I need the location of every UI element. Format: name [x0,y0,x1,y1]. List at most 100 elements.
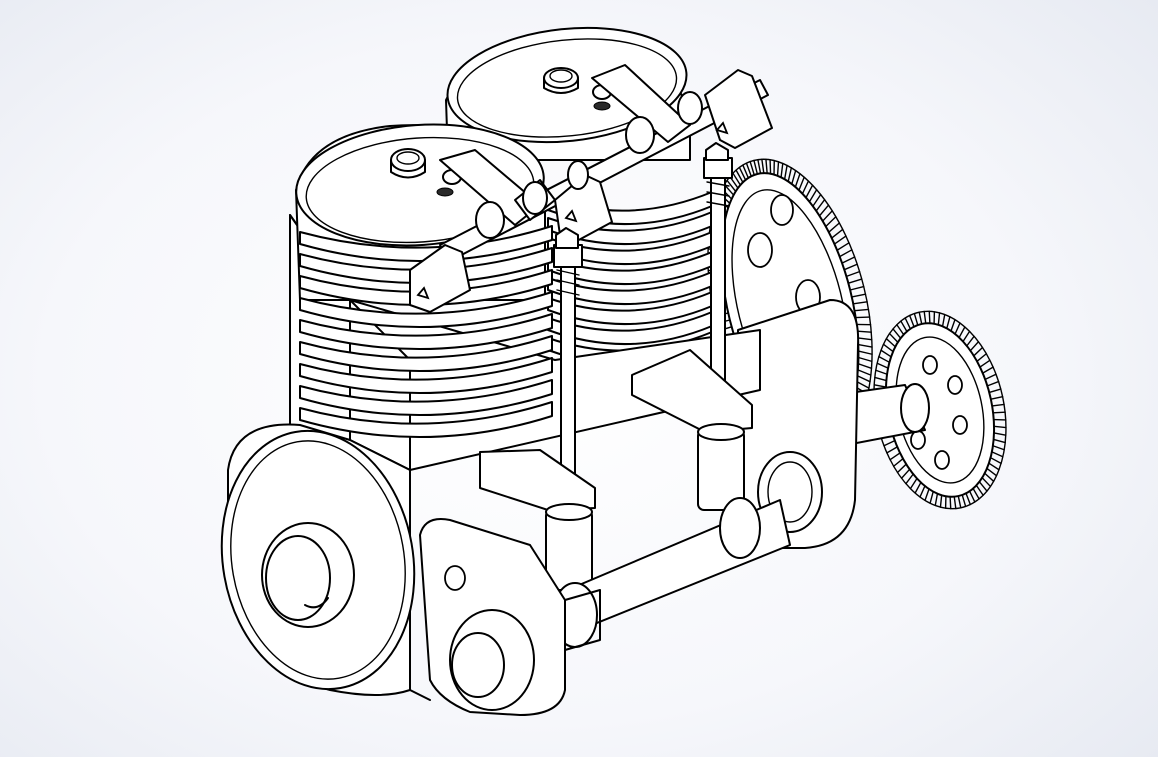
gear-tooth [934,492,939,507]
gear-tooth [783,164,788,180]
gear-tooth [791,169,797,185]
gear-tooth [957,495,962,509]
gear-tooth [857,350,873,355]
gear-tooth [988,388,1002,394]
gear-tooth [852,301,868,305]
gear-tooth [815,199,826,212]
gear-tooth [875,369,888,375]
gear-hole [922,355,938,375]
gear-tooth [988,462,1000,471]
gear-tooth [919,485,926,498]
gear-tooth [845,270,861,278]
gear-tooth [905,473,914,485]
gear-tooth [961,494,967,508]
gear-tooth [855,380,870,389]
camshaft[interactable] [519,497,791,651]
gear-tooth [749,160,755,176]
gear-tooth [828,222,841,233]
gear-tooth [966,335,975,347]
spark-plug-boss[interactable] [390,148,426,179]
gear-tooth [849,285,865,291]
gear-tooth [991,403,1005,407]
bolt-hole [444,565,466,591]
camshaft-bearing-plate-left[interactable] [419,518,566,716]
gear-tooth [857,356,873,363]
small-timing-gear[interactable] [857,299,1024,521]
gear-tooth [776,161,780,177]
gear-tooth [735,169,744,184]
spark-plug-boss[interactable] [543,67,579,94]
gear-tooth [888,332,899,343]
cooling-fin [299,269,553,307]
gear-tooth [856,375,871,383]
gear-tooth [946,316,951,330]
cooling-fin [299,247,553,285]
gear-tooth [937,312,941,326]
gear-tooth [874,376,888,382]
gear-tooth [896,324,905,336]
gear-tooth [950,318,956,332]
gear-tooth [857,363,873,370]
gear-tooth [880,349,892,358]
push-rod-right[interactable] [703,142,733,433]
gear-hole [770,194,794,226]
gear-tooth [982,366,994,374]
gear-tooth [900,320,908,333]
gear-tooth [885,337,897,348]
gear-hole [910,430,926,450]
gear-tooth [883,439,896,447]
gear-tooth [949,496,952,510]
gear-tooth [838,249,853,258]
gear-tooth [787,167,793,183]
gear-tooth [841,256,856,264]
gear-tooth [843,263,858,271]
gear-tooth [918,311,923,325]
gear-tooth [969,341,980,352]
gear-tooth [757,158,762,175]
gear-tooth [958,326,966,339]
gear-tooth [876,362,889,369]
gear-tooth [857,337,873,341]
gear-tooth [886,446,898,454]
gear-tooth [798,176,805,191]
gear-tooth [847,278,863,284]
cooling-fin [299,313,553,351]
cam-follower-left[interactable] [479,449,596,591]
rocker-arms[interactable] [439,64,703,239]
gear-tooth [992,411,1006,414]
gear-tooth [857,369,872,376]
gear-tooth [929,490,934,504]
gear-tooth [975,484,984,496]
gear-tooth [939,494,943,508]
gear-tooth [818,204,830,217]
gear-tooth [882,343,894,353]
gear-hole [952,415,968,435]
cam-follower-right[interactable] [631,349,753,511]
gear-tooth [989,456,1002,465]
gear-tooth [990,395,1004,400]
gear-tooth [745,162,752,177]
gear-tooth [979,359,991,368]
gear-tooth [914,481,922,494]
gear-tooth [878,355,891,364]
gear-tooth [801,180,810,195]
cooling-fin [299,379,553,417]
crankshaft-boss[interactable] [261,522,355,628]
gear-tooth [892,328,902,339]
gear-tooth [954,322,961,335]
gear-tooth [825,216,837,228]
gear-tooth [993,425,1007,429]
gear-tooth [992,438,1006,444]
gear-hole [747,232,773,268]
cooling-fin [299,335,553,373]
gear-tooth [962,330,971,343]
gear-tooth [808,189,818,203]
gear-tooth [889,452,901,461]
gear-tooth [856,330,872,333]
gear-tooth [761,158,765,174]
cooling-fins-left[interactable] [299,225,553,439]
gear-tooth [830,228,844,239]
gear-tooth [965,492,972,506]
